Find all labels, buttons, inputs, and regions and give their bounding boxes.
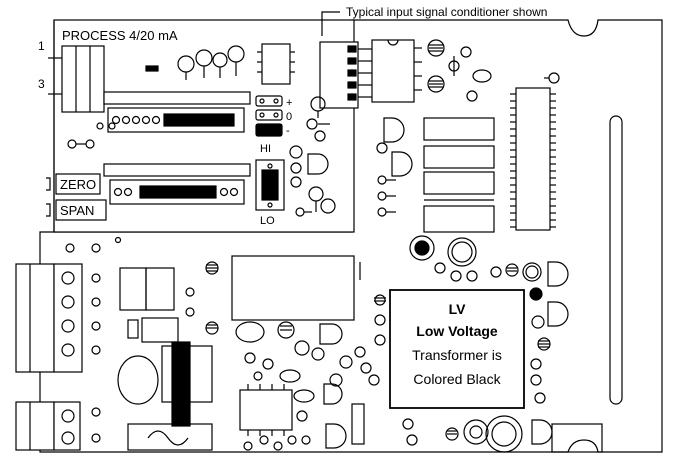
span-label: SPAN	[60, 203, 94, 218]
right-column-components	[402, 287, 603, 453]
input-terminal-block	[48, 45, 105, 113]
minus-label: -	[286, 125, 290, 137]
lv-note-line1: Transformer is	[412, 347, 502, 363]
card-transistors	[306, 96, 330, 142]
span-pot	[46, 199, 107, 221]
range-jumper	[255, 95, 283, 137]
microcontroller-chip	[510, 72, 560, 231]
hatched-transistors-top	[427, 39, 492, 102]
card-title: PROCESS 4/20 mA	[62, 28, 178, 43]
bottom-row-components	[243, 383, 365, 451]
output-relay	[231, 255, 361, 321]
dome-components-mid	[376, 117, 413, 217]
card-small-caps	[67, 122, 116, 149]
lower-middle-components	[235, 294, 386, 387]
field-terminal-block-power	[15, 236, 122, 451]
card-pin-header-top	[107, 107, 245, 133]
zero-label: ZERO	[60, 177, 96, 192]
card-ic-chip	[257, 43, 295, 85]
smd-resistor	[145, 65, 159, 72]
card-edge-pins	[319, 41, 372, 109]
lv-transformer	[389, 289, 525, 409]
power-transformer-black	[117, 317, 213, 451]
small-ic-lower	[239, 384, 293, 436]
card-pin-header-bottom	[109, 179, 245, 205]
lower-hatched-parts	[185, 261, 219, 335]
pin-1-label: 1	[38, 39, 45, 53]
lv-subtitle: Low Voltage	[416, 323, 498, 339]
main-ic-dip	[371, 39, 422, 103]
plus-label: +	[286, 97, 292, 109]
crystal-blocks	[423, 117, 495, 233]
callout-text: Typical input signal conditioner shown	[346, 5, 547, 19]
callout-leader	[321, 11, 340, 36]
lv-note-line2: Colored Black	[413, 371, 501, 387]
hi-lo-jumper	[255, 159, 285, 211]
lv-title: LV	[449, 301, 467, 317]
pin-3-label: 3	[38, 77, 45, 91]
zero-pot	[46, 173, 101, 195]
electrolytic-caps	[409, 235, 569, 287]
card-label-strip	[103, 91, 251, 105]
lo-label: LO	[260, 215, 275, 227]
field-terminal-block-main	[15, 243, 101, 373]
fuse-holder	[119, 267, 175, 311]
hi-label: HI	[260, 143, 271, 155]
card-label-strip-2	[103, 163, 251, 177]
upright-components	[177, 45, 245, 80]
card-right-components	[289, 145, 336, 217]
relay-slot	[609, 115, 623, 405]
zero-mark-label: 0	[286, 111, 292, 123]
